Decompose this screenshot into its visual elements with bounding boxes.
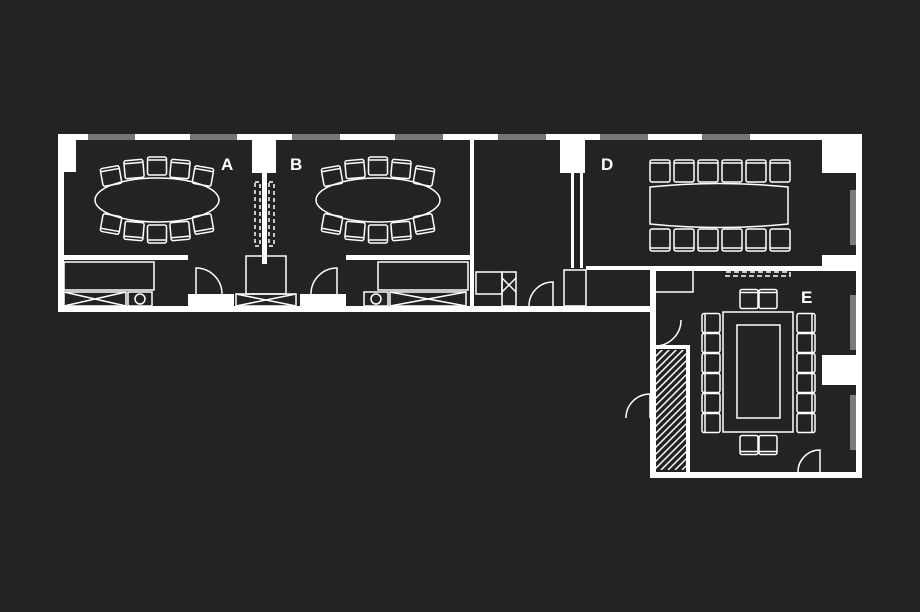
chair: [701, 392, 721, 414]
chair: [169, 220, 191, 242]
chair: [769, 228, 791, 252]
chair: [146, 224, 168, 244]
room-label-d: D: [601, 155, 613, 174]
table-room-d: [649, 182, 789, 229]
table-room-b: [315, 177, 441, 223]
partition-panel: [268, 181, 275, 247]
chair: [701, 412, 721, 434]
chair: [758, 434, 778, 456]
chair: [796, 412, 816, 434]
chair: [739, 288, 759, 310]
chair: [796, 332, 816, 354]
chair: [169, 158, 191, 180]
chair: [649, 228, 671, 252]
room-label-b: B: [290, 155, 302, 174]
chair: [412, 165, 436, 187]
chair: [721, 228, 743, 252]
chair: [99, 213, 123, 235]
chair: [796, 392, 816, 414]
chair: [739, 434, 759, 456]
chair: [758, 288, 778, 310]
room-label-a: A: [221, 155, 233, 174]
chair: [796, 352, 816, 374]
windows: [88, 134, 856, 450]
chair: [367, 156, 389, 176]
chair: [697, 159, 719, 183]
partition-panel: [254, 181, 261, 247]
hatched-shaft: [654, 350, 686, 470]
chair: [745, 228, 767, 252]
walls: [58, 134, 862, 478]
chair: [390, 158, 412, 180]
chair: [701, 312, 721, 334]
chair: [673, 159, 695, 183]
table-room-a: [94, 177, 220, 223]
chair: [769, 159, 791, 183]
chair: [673, 228, 695, 252]
chair: [191, 213, 215, 235]
chair: [344, 158, 366, 180]
doors: [195, 267, 821, 473]
chair: [412, 213, 436, 235]
chair: [99, 165, 123, 187]
chair: [191, 165, 215, 187]
door: [528, 281, 554, 307]
table-room-e: [722, 311, 794, 433]
chair: [367, 224, 389, 244]
chair: [701, 332, 721, 354]
door: [797, 449, 821, 473]
chair: [745, 159, 767, 183]
chair: [123, 158, 145, 180]
chair: [701, 352, 721, 374]
chair: [649, 159, 671, 183]
chair: [320, 213, 344, 235]
chair: [320, 165, 344, 187]
table-room-e-inner: [736, 324, 781, 419]
door: [625, 393, 651, 419]
chair: [123, 220, 145, 242]
chair: [721, 159, 743, 183]
chair: [796, 312, 816, 334]
screen-panel: [725, 271, 791, 277]
chair: [390, 220, 412, 242]
chair: [796, 372, 816, 394]
chairs: [99, 156, 816, 456]
chair: [697, 228, 719, 252]
chair: [701, 372, 721, 394]
restroom-left: [63, 255, 694, 307]
door: [310, 267, 338, 295]
door: [195, 267, 223, 295]
chair: [146, 156, 168, 176]
door: [654, 319, 682, 347]
room-label-e: E: [801, 288, 812, 307]
chair: [344, 220, 366, 242]
